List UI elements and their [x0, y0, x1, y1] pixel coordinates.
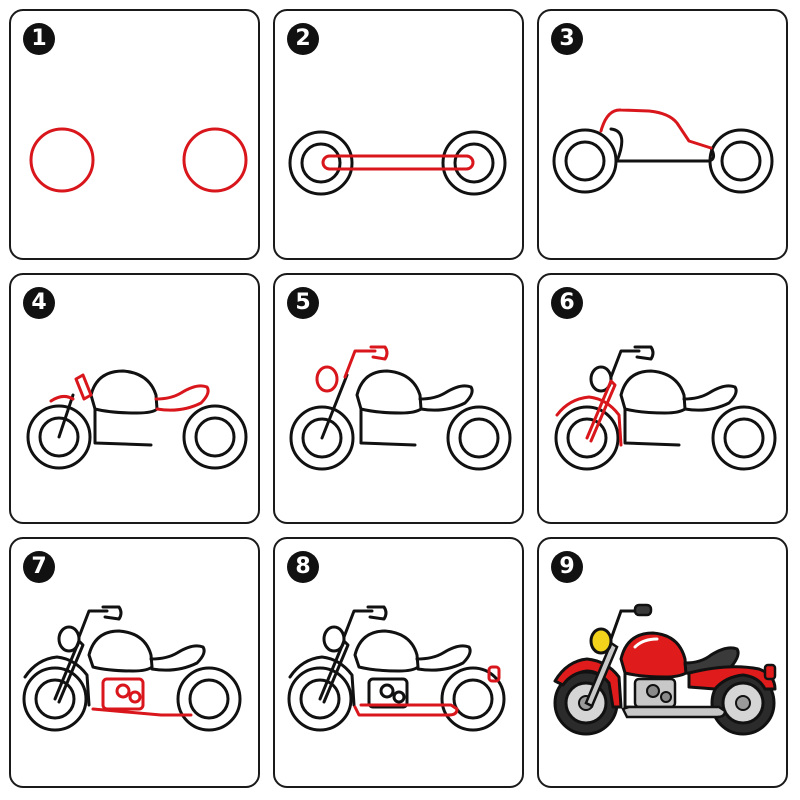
step-panel-2: 2: [273, 9, 524, 260]
step-number-badge: 7: [23, 551, 55, 583]
step-panel-4: 4: [9, 273, 260, 524]
step-panel-3: 3: [537, 9, 788, 260]
step-number-badge: 2: [287, 23, 319, 55]
step-panel-5: 5: [273, 273, 524, 524]
step-number-badge: 5: [287, 287, 319, 319]
step-2-drawing: [288, 130, 507, 196]
step-7-drawing: [22, 605, 242, 732]
step-number-badge: 9: [551, 551, 583, 583]
step-number-badge: 4: [23, 287, 55, 319]
step-number-badge: 6: [551, 287, 583, 319]
step-number-badge: 8: [287, 551, 319, 583]
step-number-badge: 1: [23, 23, 55, 55]
step-9-drawing: [553, 603, 777, 736]
step-panel-8: 8: [273, 537, 524, 788]
step-3-drawing: [552, 108, 774, 194]
step-4-drawing: [26, 369, 248, 470]
step-8-drawing: [287, 605, 506, 732]
engine-red: [91, 677, 193, 717]
step-panel-6: 6: [537, 273, 788, 524]
step-5-drawing: [289, 345, 512, 471]
step-number-badge: 3: [551, 23, 583, 55]
step-panel-1: 1: [9, 9, 260, 260]
step-6-drawing: [554, 345, 777, 471]
step-panel-7: 7: [9, 537, 260, 788]
step-panel-9: 9: [537, 537, 788, 788]
step-1-drawing: [29, 127, 248, 193]
